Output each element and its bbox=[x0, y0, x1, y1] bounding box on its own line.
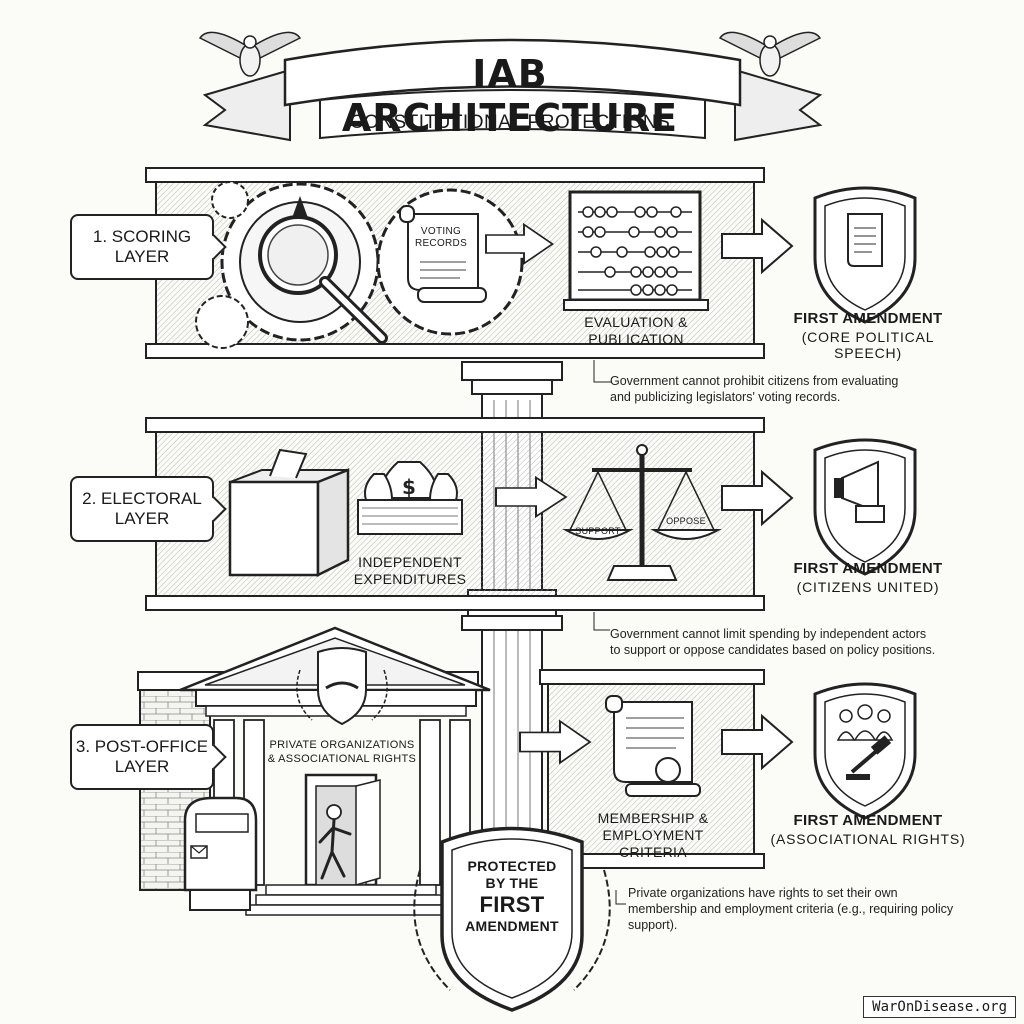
handshake-crest-icon bbox=[296, 647, 388, 726]
magnifying-glass-icon bbox=[258, 196, 388, 344]
badge-line1: PROTECTED bbox=[467, 858, 557, 874]
layer1-protection-title: FIRST AMENDMENT bbox=[793, 310, 943, 327]
process3-line2: EMPLOYMENT bbox=[602, 827, 704, 843]
voting-records-scroll-icon bbox=[399, 205, 487, 303]
page-title: IAB ARCHITECTURE bbox=[341, 52, 679, 140]
expenditure-line1: INDEPENDENT bbox=[358, 554, 462, 570]
scroll-text-line2: RECORDS bbox=[414, 238, 468, 249]
process-line1: EVALUATION & bbox=[584, 314, 688, 330]
title-ribbon bbox=[202, 38, 823, 142]
certificate-scroll-icon bbox=[605, 695, 701, 797]
building-line2: & ASSOCIATIONAL RIGHTS bbox=[267, 753, 417, 765]
layer3-protection-subtitle: (ASSOCIATIONAL RIGHTS) bbox=[770, 831, 966, 847]
layer1-note: Government cannot prohibit citizens from… bbox=[610, 373, 930, 405]
watermark-link[interactable]: WarOnDisease.org bbox=[863, 996, 1016, 1018]
building-label: PRIVATE ORGANIZATIONS & ASSOCIATIONAL RI… bbox=[262, 738, 422, 766]
layer2-note-line1: Government cannot limit spending by inde… bbox=[610, 627, 927, 641]
layer1-label-line1: 1. SCORING bbox=[92, 227, 192, 246]
badge-text: PROTECTED BY THE FIRST AMENDMENT bbox=[452, 858, 572, 935]
layer3-note-line2: membership and employment criteria (e.g.… bbox=[628, 902, 954, 916]
layer3-note-line1: Private organizations have rights to set… bbox=[628, 886, 898, 900]
layer1-label-line2: LAYER bbox=[114, 247, 170, 266]
layer3-protection-title: FIRST AMENDMENT bbox=[793, 812, 943, 829]
layer2-note: Government cannot limit spending by inde… bbox=[610, 626, 970, 658]
voting-records-text: VOTING RECORDS bbox=[410, 226, 472, 250]
layer2-label-line1: 2. ELECTORAL bbox=[82, 489, 202, 508]
badge-line3: FIRST bbox=[479, 892, 545, 917]
badge-line4: AMENDMENT bbox=[465, 918, 559, 934]
layer1-note-line1: Government cannot prohibit citizens from… bbox=[610, 374, 899, 388]
shield-megaphone-icon bbox=[813, 438, 917, 576]
scale-support-label: SUPPORT bbox=[575, 526, 621, 536]
layer3-note: Private organizations have rights to set… bbox=[628, 885, 968, 933]
layer2-note-line2: to support or oppose candidates based on… bbox=[610, 643, 936, 657]
first-amendment-badge-shield bbox=[413, 826, 611, 1012]
scale-oppose-label: OPPOSE bbox=[666, 516, 706, 526]
evaluation-publication-label: EVALUATION & PUBLICATION bbox=[566, 314, 706, 348]
svg-text:$: $ bbox=[402, 475, 416, 499]
layer3-label-line2: LAYER bbox=[114, 757, 170, 776]
shield-gavel-people-icon bbox=[813, 682, 917, 820]
ballot-box-icon bbox=[228, 448, 350, 578]
scroll-text-line1: VOTING bbox=[420, 226, 462, 237]
layer1-note-line2: and publicizing legislators' voting reco… bbox=[610, 390, 841, 404]
layer1-protection-subtitle: (CORE POLITICAL SPEECH) bbox=[801, 329, 935, 361]
layer2-protection-subtitle: (CITIZENS UNITED) bbox=[796, 579, 940, 595]
layer3-note-line3: support). bbox=[628, 918, 678, 932]
money-bags-icon: $ bbox=[357, 461, 463, 535]
layer2-protection-title: FIRST AMENDMENT bbox=[793, 560, 943, 577]
page-subtitle: CONSTITUTIONAL PROTECTIONS bbox=[349, 112, 671, 133]
process3-line1: MEMBERSHIP & bbox=[597, 810, 709, 826]
process3-line3: CRITERIA bbox=[619, 844, 687, 860]
independent-expenditures-label: INDEPENDENT EXPENDITURES bbox=[340, 554, 480, 588]
badge-line2: BY THE bbox=[485, 875, 539, 891]
building-line1: PRIVATE ORGANIZATIONS bbox=[269, 739, 415, 751]
layer3-label-line1: 3. POST-OFFICE bbox=[75, 737, 209, 756]
abacus-icon bbox=[563, 190, 709, 311]
mailbox-icon bbox=[183, 796, 258, 911]
shield-scroll-icon bbox=[813, 186, 917, 324]
membership-criteria-label: MEMBERSHIP & EMPLOYMENT CRITERIA bbox=[578, 810, 728, 861]
person-icon bbox=[318, 804, 352, 880]
balance-scale-icon bbox=[562, 444, 722, 581]
expenditure-line2: EXPENDITURES bbox=[353, 571, 467, 587]
layer2-label-line2: LAYER bbox=[114, 509, 170, 528]
eagle-left-icon bbox=[198, 31, 302, 77]
process-line2: PUBLICATION bbox=[588, 331, 684, 347]
eagle-right-icon bbox=[718, 31, 822, 77]
